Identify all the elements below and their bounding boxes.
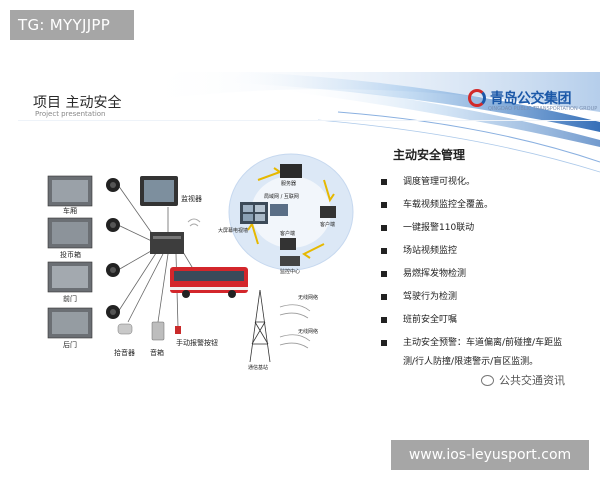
- wechat-watermark: 公共交通资讯: [481, 372, 565, 388]
- bullet-icon: [381, 248, 387, 254]
- bullet-icon: [381, 317, 387, 323]
- logo-subtext: QINGDAO PUBLIC TRANSPORTATION GROUP: [488, 106, 598, 112]
- system-diagram: [47, 153, 354, 363]
- list-item: 一键报警110联动: [379, 221, 562, 244]
- camera-label-front-door: 前门: [63, 295, 77, 303]
- client-label: 客户端: [320, 222, 336, 228]
- camera-label-rear-door: 后门: [63, 341, 77, 349]
- bus-icon: [170, 267, 248, 298]
- server-icon: [280, 164, 302, 178]
- speaker-label: 音箱: [150, 349, 164, 357]
- logo-text: 青岛公交集团: [490, 91, 572, 107]
- footer-url[interactable]: www.ios-leyusport.com: [391, 440, 589, 470]
- tower-label-wireless-2: 无线网络: [298, 329, 319, 335]
- list-item: 易燃挥发物检测: [379, 267, 562, 290]
- speaker-icon: [151, 321, 165, 341]
- bullet-icon: [381, 294, 387, 300]
- monitoring-center-icon: [280, 256, 300, 266]
- company-logo: 青岛公交集团: [468, 88, 572, 108]
- pickup-icon: [117, 323, 133, 335]
- feature-list: 调度管理可视化。 车载视频监控全覆盖。 一键报警110联动 场站视频监控 易燃挥…: [379, 175, 562, 359]
- bullet-icon: [381, 179, 387, 185]
- tower-label-base-station: 通信基站: [248, 365, 269, 371]
- camera-label-cabin: 车厢: [63, 207, 77, 215]
- monitor-icon: [140, 176, 178, 206]
- list-item: 班前安全叮嘱: [379, 313, 562, 336]
- alarm-button-icon: [175, 326, 181, 334]
- client-pc-icon: [320, 206, 336, 218]
- management-title: 主动安全管理: [393, 148, 466, 162]
- server-label: 服务器: [281, 181, 297, 187]
- bullet-icon: [381, 225, 387, 231]
- list-item: 调度管理可视化。: [379, 175, 562, 198]
- video-wall-label: 大屏幕电视墙: [218, 228, 249, 234]
- camera-column: [47, 175, 120, 339]
- list-item: 主动安全预警：车道偏离/前碰撞/车距监: [379, 336, 562, 359]
- slide-subtitle: Project presentation: [35, 110, 106, 118]
- logo-emblem-icon: [468, 89, 486, 107]
- wireless-signal-icon: [187, 218, 201, 227]
- presentation-slide: 项目 主动安全 Project presentation 青岛公交集团 QING…: [18, 72, 600, 402]
- monitor-label: 监视器: [181, 195, 202, 203]
- background-swoosh: [18, 72, 600, 173]
- alarm-button-label: 手动报警按钮: [176, 339, 218, 347]
- watermark-text: 公共交通资讯: [499, 374, 565, 387]
- lan-screen-icon: [270, 204, 288, 216]
- camera-label-coinbox: 投币箱: [60, 251, 81, 259]
- monitoring-center-label: 监控中心: [280, 269, 301, 275]
- slide-title: 项目 主动安全: [33, 95, 122, 111]
- wechat-icon: [481, 374, 494, 386]
- bullet-icon: [381, 202, 387, 208]
- list-item: 驾驶行为检测: [379, 290, 562, 313]
- pickup-label: 拾音器: [114, 349, 135, 357]
- bullet-icon: [381, 271, 387, 277]
- client2-pc-icon: [280, 238, 296, 250]
- source-tag: TG: MYYJJPP: [10, 10, 134, 40]
- dvr-box-icon: [150, 232, 184, 254]
- list-item: 车载视频监控全覆盖。: [379, 198, 562, 221]
- bullet-continuation: 测/行人防撞/限速警示/盲区监测。: [403, 357, 539, 367]
- bullet-icon: [381, 340, 387, 346]
- tower-label-wireless-1: 无线网络: [298, 295, 319, 301]
- wiring-lines: [117, 184, 199, 328]
- internet-label: 局域网 / 互联网: [264, 194, 299, 200]
- radio-tower-icon: [249, 289, 311, 363]
- client2-label: 客户端: [280, 231, 296, 237]
- network-ring: [228, 153, 354, 271]
- list-item: 场站视频监控: [379, 244, 562, 267]
